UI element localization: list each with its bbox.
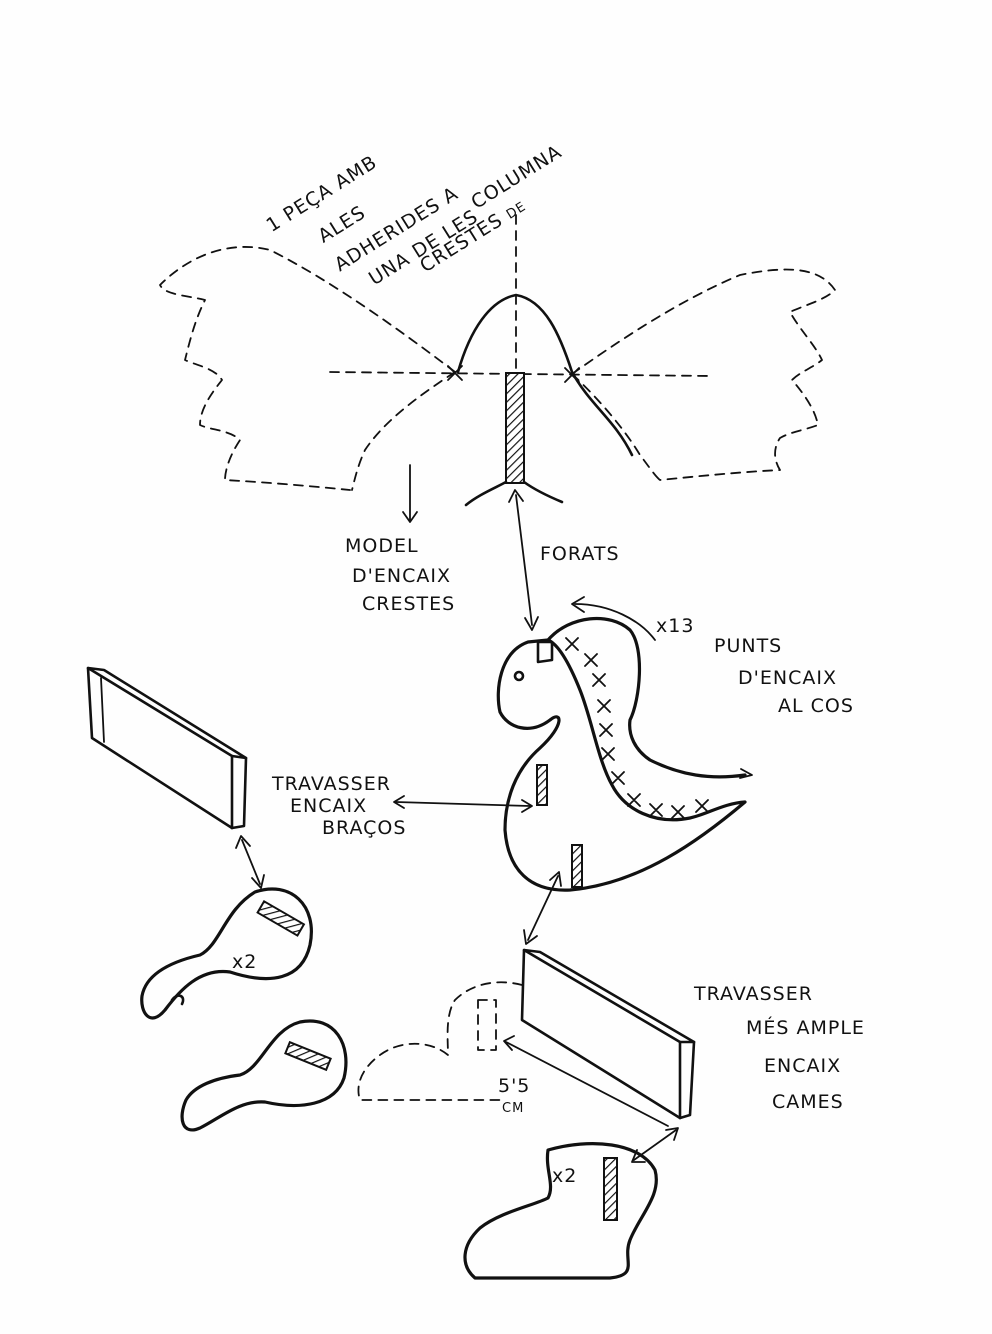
- leg-crossbar-front: [520, 948, 682, 1120]
- left-wing-inner-edge: [351, 371, 456, 491]
- crossbar-arm-arrow: [241, 839, 261, 885]
- arm-crossbar-front: [86, 666, 234, 830]
- punts-arrow-head: [571, 596, 585, 613]
- eye: [513, 670, 525, 682]
- arm-1-slot: [256, 899, 306, 937]
- dinosaur-body: [496, 616, 747, 892]
- forats-arrow-head-top: [508, 489, 524, 503]
- right-wing-inner-edge: [571, 373, 661, 481]
- arms-link-arrow: [395, 801, 531, 807]
- travasser-arms-line-2: ENCAIX: [290, 795, 367, 817]
- arm-slot: [536, 764, 548, 806]
- leg-crossbar: [520, 948, 696, 1120]
- head-notch: [536, 640, 554, 664]
- left-wing-outline: [159, 246, 456, 491]
- arm-count: x2: [232, 951, 257, 973]
- leg-crossbar-side: [678, 1040, 696, 1120]
- measure-value: 5'5: [498, 1075, 530, 1097]
- travasser-arms-line-3: BRAÇOS: [322, 817, 406, 839]
- punts-arrow-curve: [574, 603, 656, 641]
- crest-count: x13: [656, 615, 694, 637]
- arm-crossbar: [86, 666, 248, 830]
- punts-label-line-3: AL COS: [778, 695, 854, 717]
- punts-label-line-2: D'ENCAIX: [738, 667, 837, 689]
- wing-crest-piece: [159, 214, 836, 507]
- forats-arrow-head-bottom: [524, 616, 539, 631]
- arm-1-outline: [140, 887, 313, 1020]
- arm-crossbar-side: [230, 756, 248, 830]
- arm-piece-2: [180, 1019, 348, 1132]
- ghost-leg-outline: [357, 981, 523, 1101]
- arm-crossbar-inner: [100, 677, 105, 743]
- measure-arrow: [505, 1041, 669, 1127]
- body-tail-curve: [546, 616, 747, 779]
- left-junction-mark: [447, 365, 463, 381]
- leg-crossbar-top: [522, 948, 696, 1044]
- model-label-line-1: MODEL: [345, 535, 419, 557]
- arm-2-slot: [284, 1040, 332, 1072]
- travasser-legs-line-3: ENCAIX: [764, 1055, 841, 1077]
- leg-slot-hatched: [603, 1157, 618, 1221]
- arm-crossbar-top: [86, 666, 248, 760]
- forats-label: FORATS: [540, 543, 620, 565]
- leg-count: x2: [552, 1165, 577, 1187]
- model-label-line-3: CRESTES: [362, 593, 455, 615]
- right-junction-mark: [564, 367, 580, 383]
- body-outline: [496, 638, 747, 892]
- leg-slot: [571, 844, 583, 888]
- title-line-5b: DE: [504, 199, 529, 222]
- model-arrow-head: [402, 511, 418, 523]
- hatched-column-slot: [505, 372, 525, 484]
- arm-2-outline: [180, 1019, 348, 1132]
- punts-arrow-tail: [739, 768, 753, 779]
- arm-piece-1: x2: [140, 887, 313, 1020]
- travasser-legs-line-4: CAMES: [772, 1091, 844, 1113]
- right-wing-outline: [571, 268, 836, 481]
- horizontal-axis: [329, 371, 713, 377]
- body-leg-arrow: [527, 875, 559, 941]
- leg-piece: x2: [463, 1142, 658, 1280]
- leg-outline: [463, 1142, 658, 1280]
- column-root: [464, 480, 564, 507]
- punts-label-line-1: PUNTS: [714, 635, 782, 657]
- crest-joint-marks: [565, 637, 709, 819]
- travasser-legs-line-2: MÉS AMPLE: [746, 1016, 865, 1039]
- travasser-arms-line-1: TRAVASSER: [271, 773, 391, 795]
- model-label-line-2: D'ENCAIX: [352, 565, 451, 587]
- travasser-legs-line-1: TRAVASSER: [693, 983, 813, 1005]
- forats-arrow-shaft: [515, 494, 533, 626]
- column-crest-outline: [456, 293, 634, 457]
- measure-unit: CM: [502, 1101, 524, 1116]
